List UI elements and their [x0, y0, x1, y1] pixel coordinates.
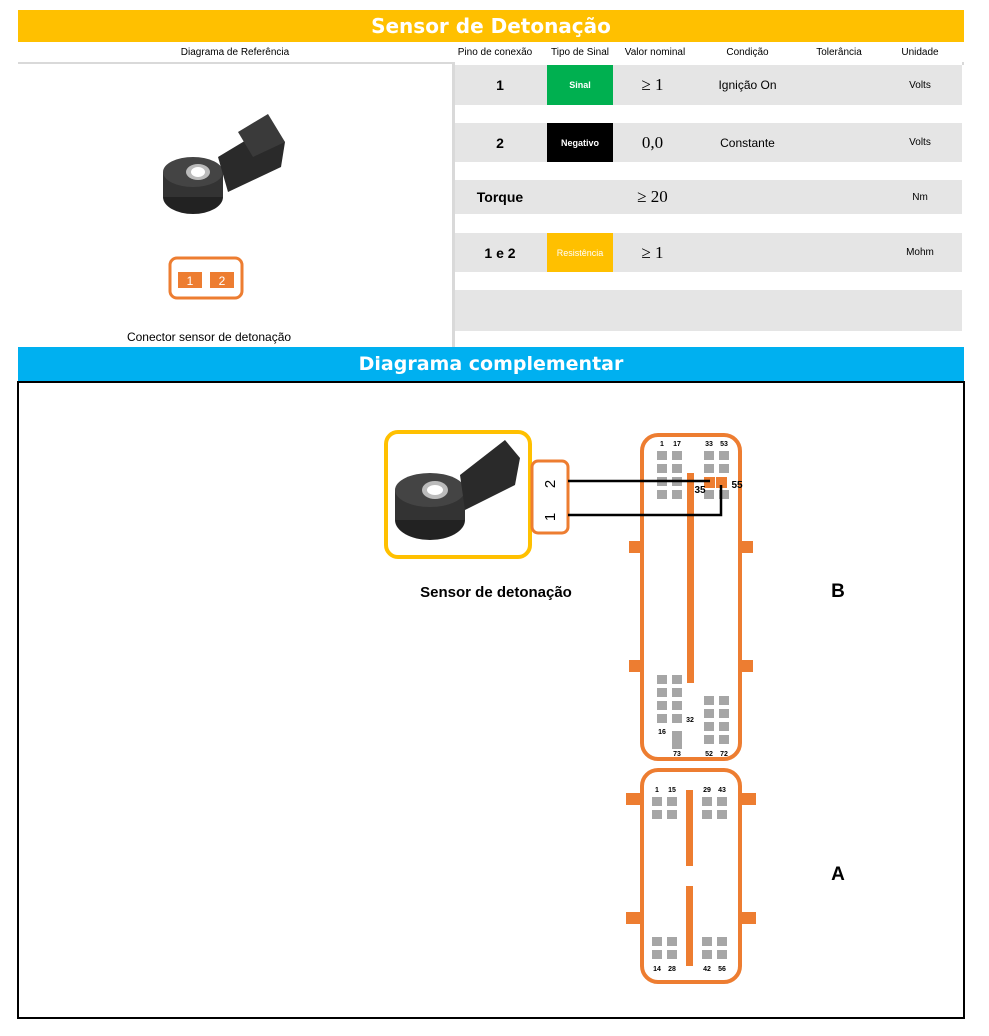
pin-label: 1: [655, 787, 659, 794]
unit: Nm: [912, 191, 928, 203]
nominal-value: ≥ 1: [641, 242, 664, 262]
sensor-pin-1: 1: [542, 513, 559, 521]
pin-label: 43: [718, 787, 726, 794]
pin-label: 28: [668, 966, 676, 973]
header-value: Valor nominal: [624, 47, 686, 58]
connector-pin-2: 2: [219, 274, 226, 288]
connector-b-label: B: [831, 581, 845, 602]
knock-sensor-image: 1 2 Conector sensor de detonação: [127, 114, 291, 344]
pin-label: 14: [653, 966, 661, 973]
condition: Constante: [720, 135, 775, 150]
table-row: 1 Sinal ≥ 1 Ignição On Volts: [455, 65, 962, 105]
signal-type-badge: Negativo: [547, 123, 613, 162]
header-condition: Condição: [726, 47, 769, 58]
pin-label: 17: [673, 441, 681, 448]
page-title: Sensor de Detonação: [18, 10, 964, 42]
unit: Volts: [909, 79, 931, 91]
sensor-label: Sensor de detonação: [420, 584, 572, 601]
wiring-diagram: 2 1 Sensor de detonação: [384, 430, 845, 984]
complementary-diagram: 2 1 Sensor de detonação: [17, 381, 965, 1019]
pin-label: 32: [686, 717, 694, 724]
unit: Volts: [909, 137, 931, 148]
unit: Mohm: [906, 247, 934, 258]
pin-label: 33: [705, 441, 713, 448]
header-type: Tipo de Sinal: [551, 47, 609, 58]
pin-label: 42: [703, 966, 711, 973]
nominal-value: ≥ 20: [637, 187, 668, 206]
connector-pin-1: 1: [187, 274, 194, 288]
connector-outline: [168, 256, 244, 300]
header-unit: Unidade: [901, 47, 939, 58]
connector-a-label: A: [831, 864, 845, 885]
pin-label: 53: [720, 441, 728, 448]
header-reference: Diagrama de Referência: [180, 47, 290, 58]
nominal-value: 0,0: [641, 132, 664, 152]
pin: 2: [496, 134, 504, 151]
nominal-value: ≥ 1: [641, 75, 664, 94]
pin: Torque: [476, 189, 524, 205]
pin-label: 15: [668, 787, 676, 794]
table-row-empty: [455, 290, 962, 331]
sensor-pin-2: 2: [542, 480, 559, 488]
pin: 1: [496, 77, 504, 93]
pin-label: 29: [703, 787, 711, 794]
header-tolerance: Tolerância: [816, 47, 862, 58]
pin-label: 72: [720, 751, 728, 758]
table-row: 2 Negativo 0,0 Constante Volts: [455, 123, 962, 162]
pin-label: 52: [705, 751, 713, 758]
signal-type-badge: Resistência: [547, 233, 613, 272]
pin-label: 73: [673, 751, 681, 758]
pin: 1 e 2: [484, 244, 516, 261]
header-pin: Pino de conexão: [457, 47, 533, 58]
condition: Ignição On: [718, 78, 777, 92]
reference-panel: 1 2 Conector sensor de detonação: [18, 64, 455, 347]
table-row: Torque ≥ 20 Nm: [455, 180, 962, 214]
connector-caption: Conector sensor de detonação: [127, 330, 291, 344]
section-title: Diagrama complementar: [18, 347, 964, 381]
pin-label: 16: [658, 729, 666, 736]
table-row: 1 e 2 Resistência ≥ 1 Mohm: [455, 233, 962, 272]
pin-label-35: 35: [694, 485, 706, 496]
pin-label-55: 55: [731, 480, 743, 491]
pin-label: 1: [660, 441, 664, 448]
signal-type-badge: Sinal: [547, 65, 613, 105]
connector-a: [640, 768, 742, 984]
pin-label: 56: [718, 966, 726, 973]
